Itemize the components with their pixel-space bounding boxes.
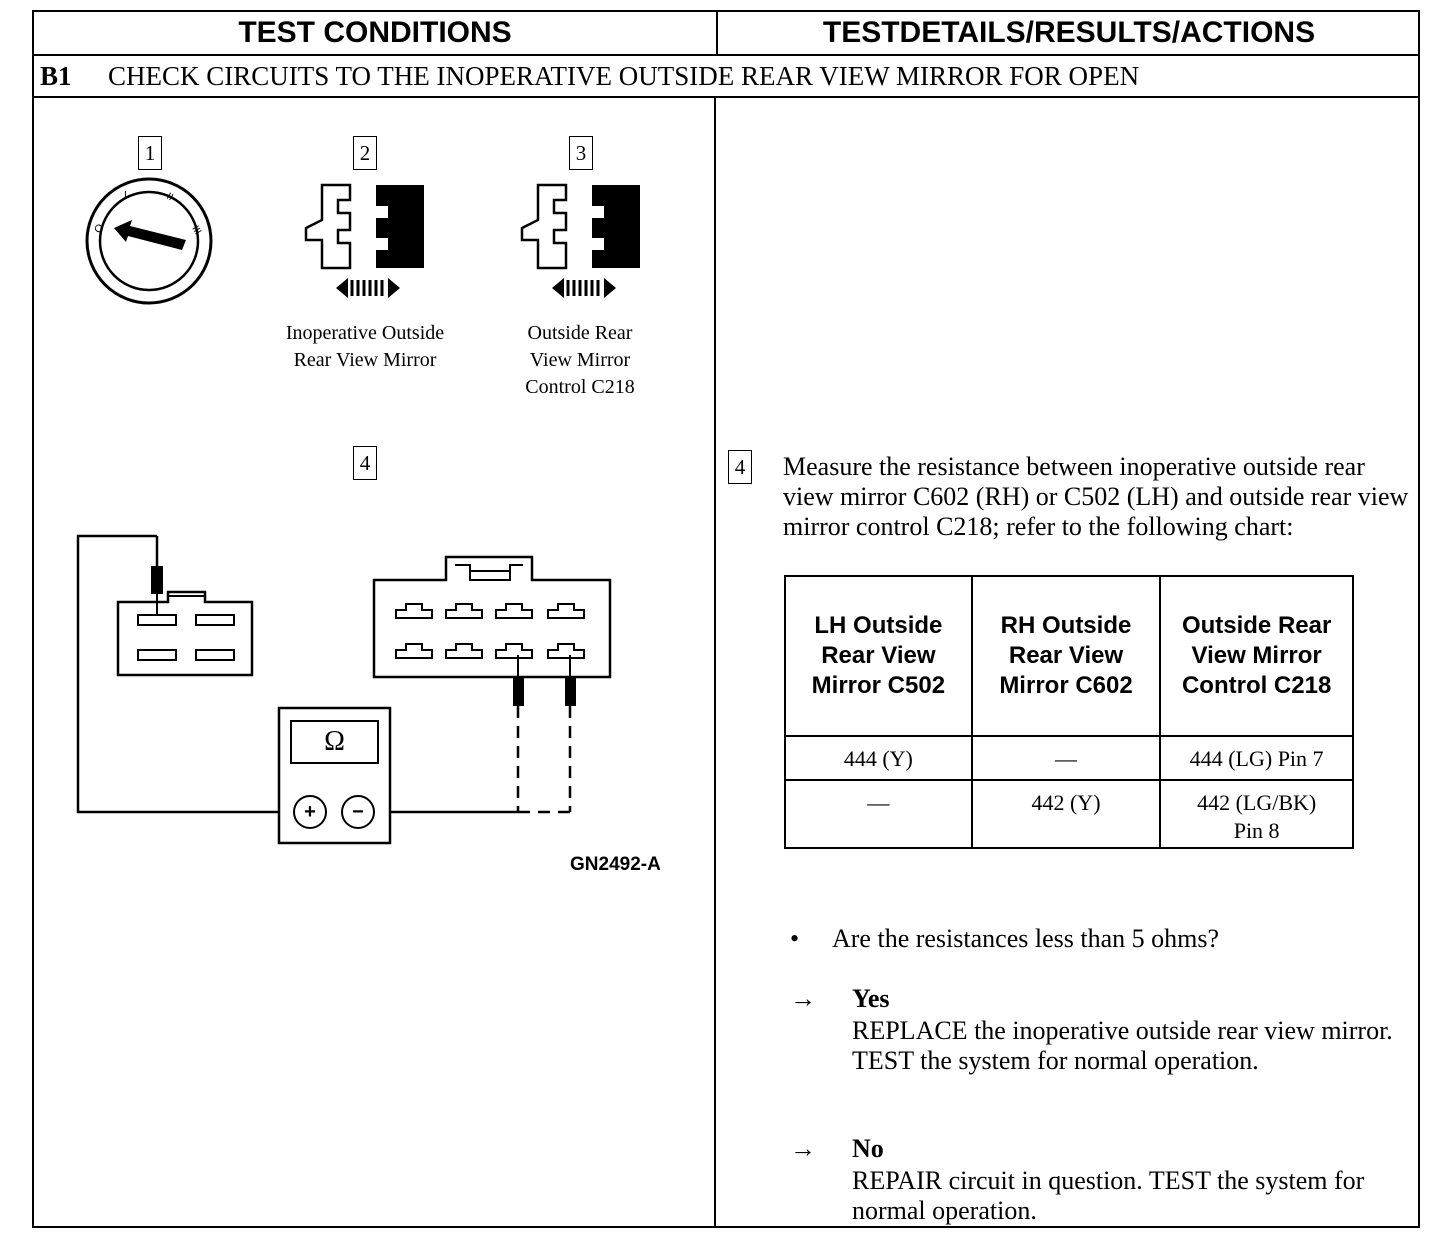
header-divider: [716, 12, 718, 54]
chart-cell: 442 (LG/BK) Pin 8: [1159, 779, 1354, 849]
chart-cell: 442 (Y): [970, 779, 1162, 849]
chart-header-row: LH Outside Rear View Mirror C502 RH Outs…: [784, 575, 1354, 737]
caption-line: Rear View Mirror: [293, 349, 437, 371]
caption-line: Control C218: [525, 376, 635, 398]
yes-label: Yes: [852, 984, 890, 1013]
step-title: CHECK CIRCUITS TO THE INOPERATIVE OUTSID…: [108, 61, 1140, 91]
connector-disconnect-icon: [304, 183, 424, 298]
rule-2: [34, 96, 1418, 98]
no-action: REPAIR circuit in question. TEST the sys…: [852, 1166, 1365, 1225]
caption-line: View Mirror: [529, 349, 631, 371]
result-question: Are the resistances less than 5 ohms?: [832, 924, 1220, 953]
bullet-icon: •: [790, 924, 800, 953]
caption-mirror-control: Outside Rear View Mirror Control C218: [490, 320, 670, 401]
chart-header-control: Outside Rear View Mirror Control C218: [1159, 575, 1354, 737]
item-number-1: 1: [138, 136, 162, 170]
chart-cell: 444 (Y): [784, 735, 973, 781]
chart-cell: 444 (LG) Pin 7: [1159, 735, 1354, 781]
caption-inoperative-mirror: Inoperative Outside Rear View Mirror: [255, 320, 475, 374]
figure-id: GN2492-A: [570, 854, 661, 875]
connector-disconnect-icon: [520, 183, 640, 298]
negative-terminal: −: [352, 801, 364, 823]
caption-line: Inoperative Outside: [285, 322, 445, 344]
arrow-right-icon: →: [790, 1134, 816, 1163]
chart-header-lh: LH Outside Rear View Mirror C502: [784, 575, 973, 737]
positive-terminal: +: [304, 801, 316, 823]
header-test-details: TESTDETAILS/RESULTS/ACTIONS: [822, 16, 1316, 49]
measure-instruction: Measure the resistance between inoperati…: [783, 452, 1409, 541]
caption-line: Outside Rear: [527, 322, 633, 344]
chart-cell: —: [970, 735, 1162, 781]
chart-header-rh: RH Outside Rear View Mirror C602: [970, 575, 1162, 737]
no-label: No: [852, 1134, 884, 1163]
arrow-right-icon: →: [790, 984, 816, 1013]
svg-text:II: II: [165, 191, 175, 203]
table-row: — 442 (Y) 442 (LG/BK) Pin 8: [784, 779, 1354, 849]
yes-action: REPLACE the inoperative outside rear vie…: [852, 1016, 1393, 1075]
resistance-chart: LH Outside Rear View Mirror C502 RH Outs…: [784, 575, 1354, 849]
chart-cell: —: [784, 779, 973, 849]
item-number-2: 2: [353, 136, 377, 170]
table-row: 444 (Y) — 444 (LG) Pin 7: [784, 735, 1354, 781]
ohmmeter-display: Ω: [324, 726, 345, 757]
step-id: B1: [40, 61, 72, 91]
diagnostic-sheet: TEST CONDITIONS TESTDETAILS/RESULTS/ACTI…: [32, 10, 1420, 1228]
item-number-3: 3: [569, 136, 593, 170]
ignition-switch-icon: O I II III: [85, 177, 213, 305]
item-number-4: 4: [353, 446, 377, 480]
step-title-row: B1 CHECK CIRCUITS TO THE INOPERATIVE OUT…: [34, 56, 1418, 96]
header-test-conditions: TEST CONDITIONS: [238, 16, 512, 49]
column-divider: [714, 98, 716, 1228]
rule-1: [34, 54, 1418, 56]
ohmmeter-test-diagram: [76, 534, 612, 845]
detail-step-number: 4: [728, 450, 752, 484]
svg-text:I: I: [124, 190, 127, 201]
